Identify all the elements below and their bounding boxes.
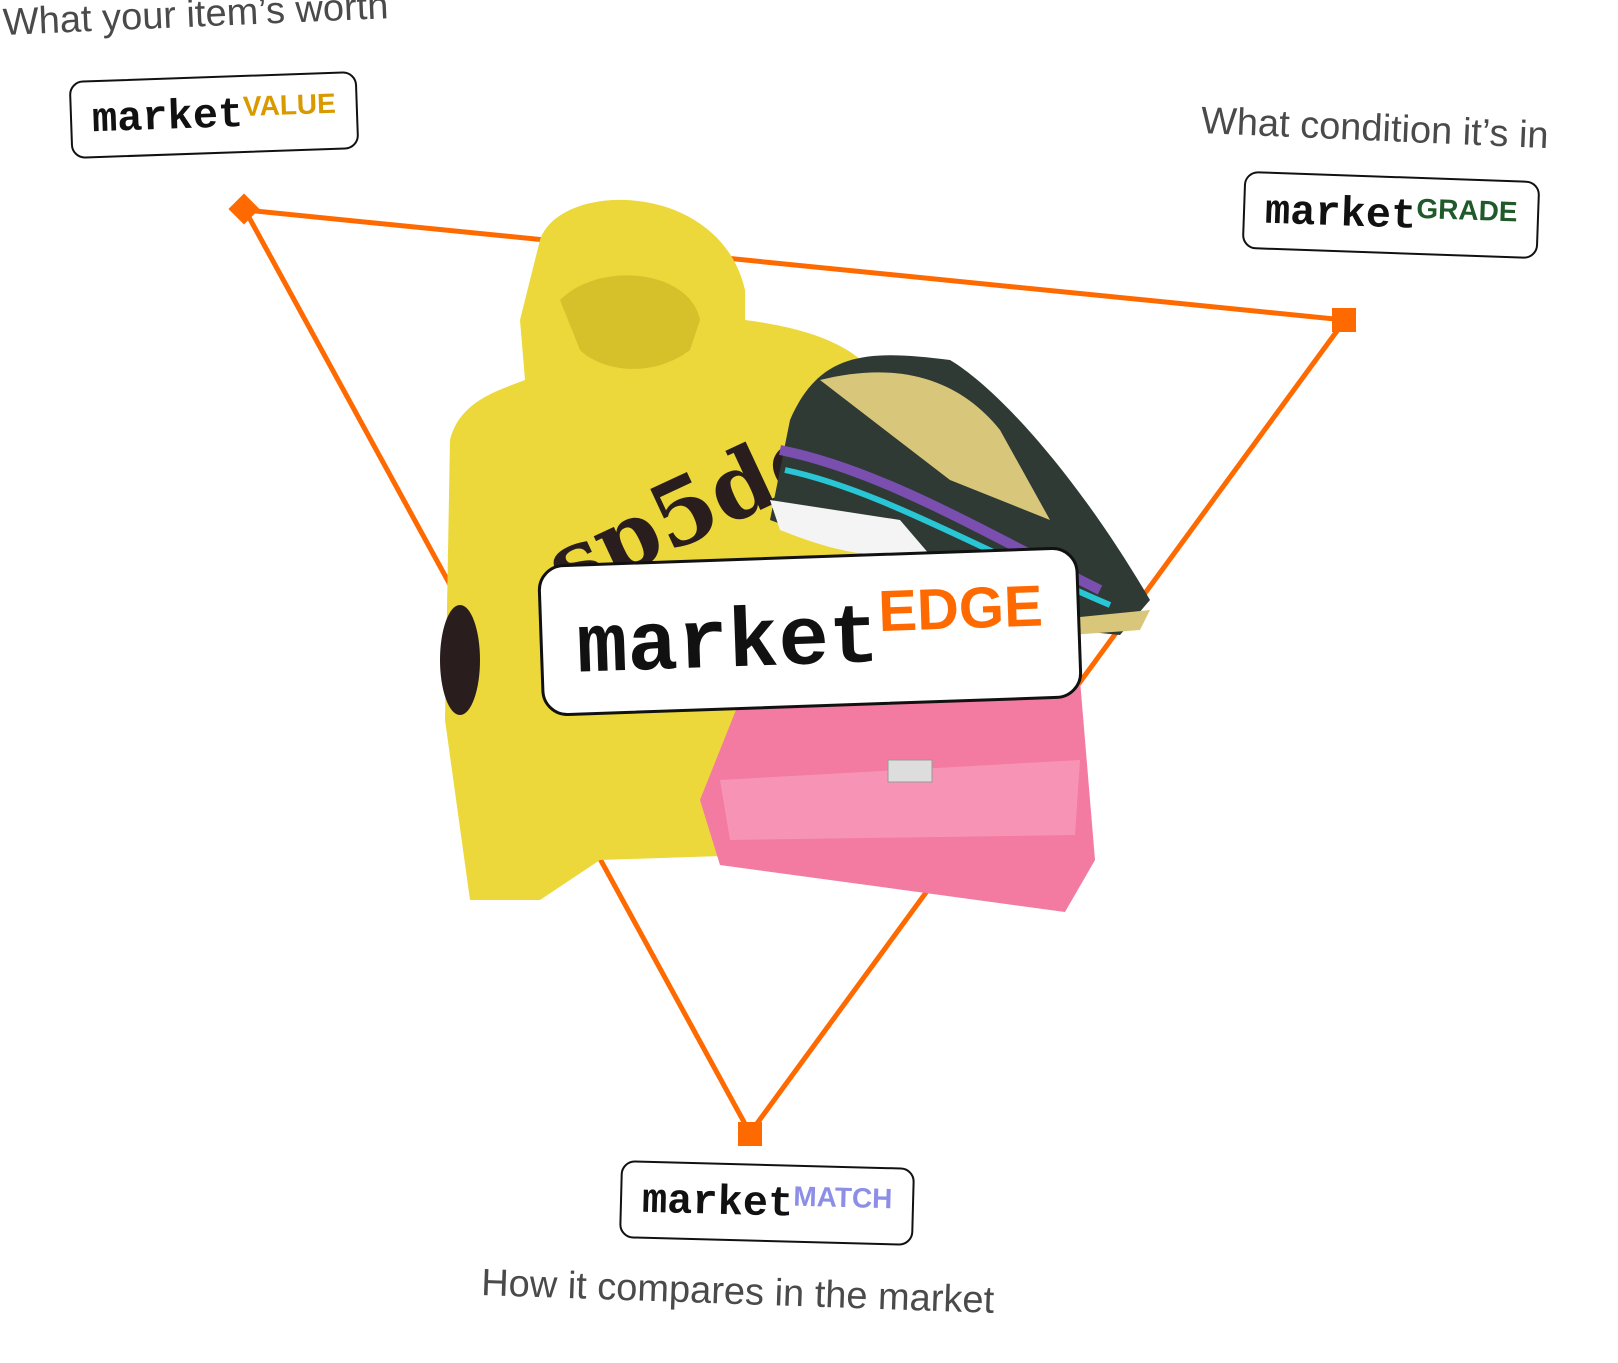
vertex-marker-match xyxy=(738,1122,762,1146)
handbag-image xyxy=(700,676,1095,912)
badge-brand: market xyxy=(1264,187,1418,241)
vertex-marker-value xyxy=(228,193,260,225)
badge-suffix-value: VALUE xyxy=(242,87,337,122)
marketmatch-badge: market MATCH xyxy=(619,1160,916,1246)
marketedge-badge: market EDGE xyxy=(537,546,1083,717)
badge-brand: market xyxy=(641,1176,794,1229)
badge-suffix-match: MATCH xyxy=(793,1180,893,1215)
marketvalue-badge: market VALUE xyxy=(68,70,360,160)
vertex-marker-grade xyxy=(1332,308,1356,332)
badge-suffix-edge: EDGE xyxy=(877,573,1044,645)
badge-suffix-grade: GRADE xyxy=(1415,192,1519,228)
badge-brand: market xyxy=(91,90,245,145)
marketgrade-badge: market GRADE xyxy=(1241,170,1541,260)
badge-brand: market xyxy=(575,592,881,698)
